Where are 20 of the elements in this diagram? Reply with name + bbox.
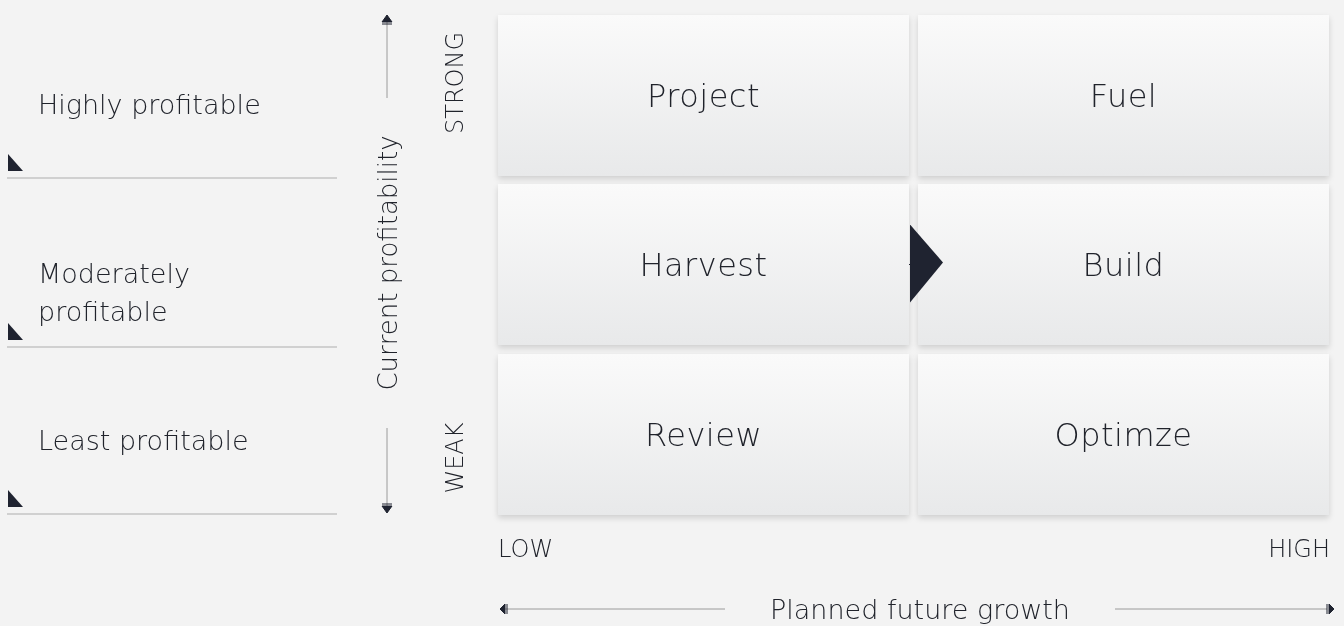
arrow — [908, 224, 943, 303]
row-label: Least profitable — [38, 424, 250, 458]
quadrant-box — [918, 184, 1329, 345]
quadrant-box — [918, 15, 1329, 176]
axis-tick-label: STRONG — [441, 32, 469, 134]
row-label: Highly profitable — [38, 88, 262, 122]
quadrant-box — [498, 354, 909, 515]
quadrant-label: Build — [1082, 245, 1165, 284]
axis-tick-label: WEAK — [441, 422, 469, 494]
axis-tick-label: LOW — [498, 535, 554, 563]
axis-tick-label: HIGH — [1268, 535, 1330, 563]
quadrant-label: Review — [644, 415, 763, 454]
quadrant-label: Optimze — [1054, 415, 1193, 454]
quadrant-box — [498, 15, 909, 176]
quadrant-box — [918, 354, 1329, 515]
quadrant-box — [498, 184, 909, 345]
quadrant-label: Project — [647, 76, 760, 115]
row-label: Moderately profitable — [38, 257, 191, 329]
quadrant-label: Fuel — [1089, 76, 1158, 115]
quadrant-label: Harvest — [639, 245, 768, 284]
